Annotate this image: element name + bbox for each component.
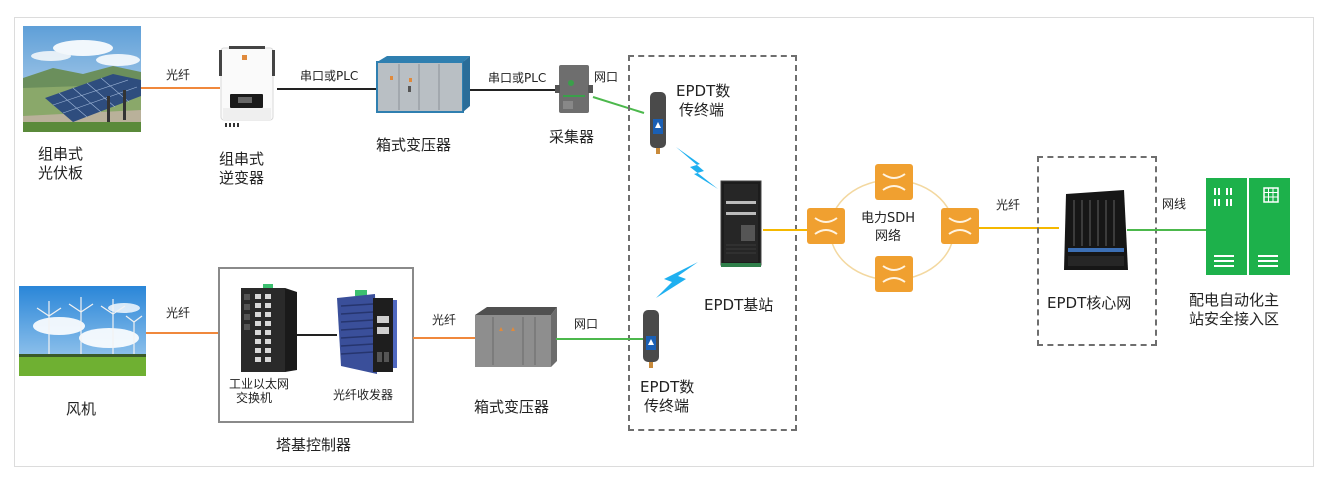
collector-label: 采集器 [549,128,595,146]
epdt-terminal-bottom-label-1: EPDT数 [640,378,695,396]
industrial-switch-label-2: 交换机 [236,391,273,405]
core-chassis-icon [1064,190,1128,270]
master-station-label-2: 站安全接入区 [1189,310,1280,328]
pv-panel-label-1: 组串式 [38,145,84,163]
epdt-region-box [628,55,797,431]
master-station-label-1: 配电自动化主 [1189,291,1280,309]
sdh-label-1: 电力SDH [861,211,916,226]
link-transformer-collector [470,89,562,91]
wind-turbine-label: 风机 [66,400,97,418]
sdh-switch-bottom-icon [875,256,913,292]
box-transformer-bottom-label: 箱式变压器 [474,398,550,416]
fiber-transceiver-label: 光纤收发器 [333,388,394,402]
industrial-ethernet-switch-icon [241,284,297,372]
epdt-terminal-top-label-2: 传终端 [679,101,725,119]
solar-panel-photo-icon [23,26,141,132]
inverter-device-icon [219,46,275,127]
collector-port-label: 网口 [594,70,619,84]
epdt-terminal-top-label-1: EPDT数 [676,82,731,100]
wireless-bolt-bottom-icon [656,262,698,298]
data-collector-icon [555,65,593,113]
link-pv-inverter [141,87,220,89]
link-inverter-transformer [277,88,382,90]
diagram-frame [14,17,1314,467]
box-transformer-top-label: 箱式变压器 [376,136,452,154]
link-core-master-label: 网线 [1162,197,1187,211]
epdt-terminal-top-icon [650,92,666,154]
link-inverter-transformer-label: 串口或PLC [300,69,359,83]
epdt-terminal-bottom-label-2: 传终端 [644,397,690,415]
box-transformer-blue-icon [376,56,470,113]
inverter-label-1: 组串式 [219,150,265,168]
link-transformer-terminal-label: 网口 [574,317,599,331]
epdt-terminal-bottom-icon [643,310,659,368]
industrial-switch-label-1: 工业以太网 [229,377,290,391]
inverter-label-2: 逆变器 [219,169,265,187]
link-transformer-collector-label: 串口或PLC [488,71,547,85]
sdh-switch-left-icon [807,208,845,244]
sdh-switch-top-icon [875,164,913,200]
link-wind-controller [146,332,219,334]
box-transformer-gray-icon [475,307,557,367]
link-core-master [1127,229,1209,231]
link-wind-controller-label: 光纤 [166,306,191,320]
link-switch-transceiver [297,334,337,336]
link-sdh-core-label: 光纤 [996,198,1021,212]
epdt-base-station-label: EPDT基站 [704,296,774,314]
link-sdh-core [979,227,1059,229]
link-controller-transformer [413,337,479,339]
epdt-core-box [1037,156,1157,346]
server-rack-icon [720,180,762,267]
link-pv-inverter-label: 光纤 [166,68,191,82]
fiber-transceiver-icon [337,290,397,374]
sdh-network-ring [807,164,979,292]
wireless-bolt-top-icon [676,147,718,189]
green-cabinet-icon [1206,178,1290,275]
link-controller-transformer-label: 光纤 [432,313,457,327]
link-base-sdh [763,229,813,231]
sdh-switch-right-icon [941,208,979,244]
wind-turbine-photo-icon [19,286,146,376]
tower-controller-label: 塔基控制器 [276,436,352,454]
sdh-label-2: 网络 [875,229,902,244]
link-transformer-terminal [556,338,644,340]
pv-panel-label-2: 光伏板 [38,164,84,182]
epdt-core-label: EPDT核心网 [1047,294,1132,312]
tower-controller-box [218,267,414,423]
